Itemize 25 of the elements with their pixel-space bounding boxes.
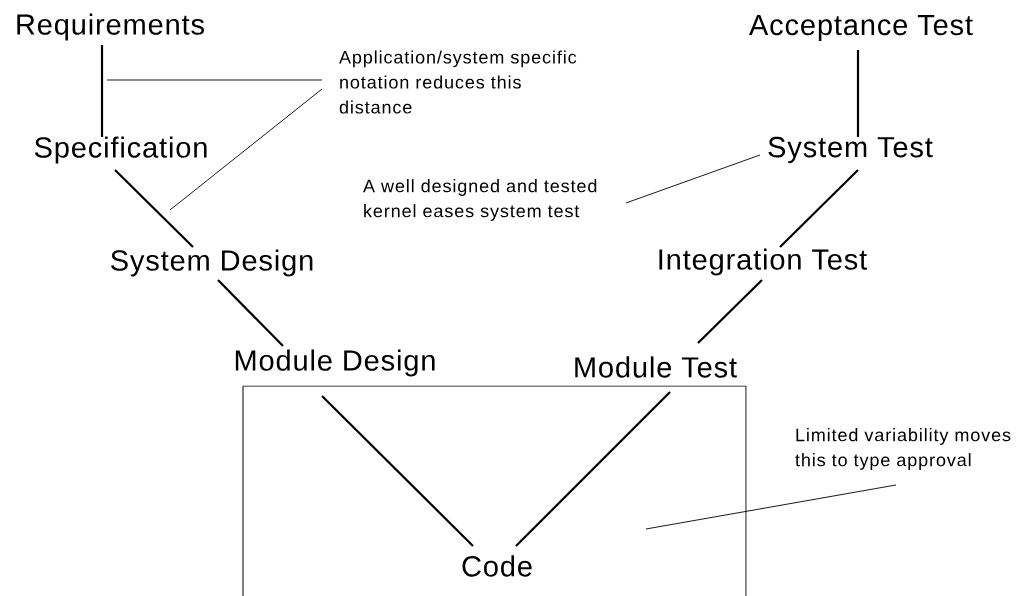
connector-line [217, 279, 284, 347]
connector-line [321, 395, 474, 547]
stage-label: Acceptance Test [749, 15, 973, 41]
annotation-text: Application/system specific notation reduces this distance [339, 50, 577, 114]
stage-label: Specification [34, 136, 207, 164]
stage-label: Module Design [235, 349, 435, 377]
leader-line [625, 154, 761, 204]
connector-line [100, 45, 104, 137]
stage-label: System Test [768, 136, 933, 164]
leader-line [169, 88, 323, 211]
stage-label: System Design [111, 249, 313, 277]
annotation-text: A well designed and tested kernel eases system test [363, 179, 597, 221]
connector-line [697, 279, 763, 344]
leader-line [645, 484, 897, 530]
stage-label: Code [462, 555, 532, 577]
leader-line [106, 79, 323, 81]
stage-label: Module Test [575, 356, 737, 378]
frame-box [242, 385, 747, 596]
connector-line [515, 391, 671, 547]
stage-label: Requirements [17, 13, 204, 41]
stage-label: Integration Test [659, 248, 867, 276]
annotation-text: Limited variability moves this to type approval [795, 428, 1011, 470]
connector-line [856, 50, 860, 137]
connector-line [779, 169, 859, 248]
connector-line [114, 169, 194, 248]
